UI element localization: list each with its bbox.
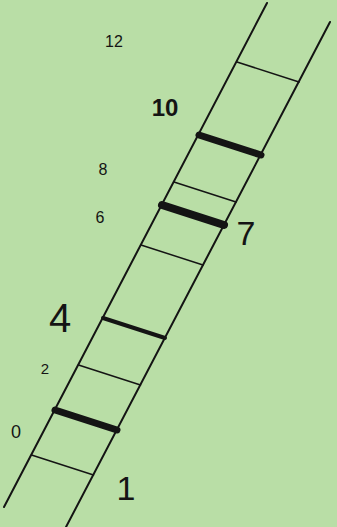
right-rail [66, 22, 330, 527]
thin-rung [174, 182, 236, 202]
scale-number: 8 [99, 162, 108, 178]
scale-number: 7 [237, 216, 256, 250]
scale-number: 6 [96, 210, 105, 226]
scale-number: 1 [117, 471, 136, 505]
thin-rung [32, 455, 94, 475]
scale-number: 10 [152, 96, 179, 120]
thick-band [55, 410, 117, 430]
scale-number: 12 [105, 34, 123, 50]
thin-rung [79, 365, 141, 385]
scale-number: 0 [11, 423, 21, 441]
thick-band [162, 205, 224, 225]
thin-rung [237, 62, 299, 82]
scale-number: 2 [41, 361, 49, 376]
thin-rung [141, 245, 203, 265]
thick-band [199, 135, 261, 155]
scale-number: 4 [49, 298, 71, 338]
thick-band [103, 318, 165, 338]
left-rail [4, 3, 267, 507]
